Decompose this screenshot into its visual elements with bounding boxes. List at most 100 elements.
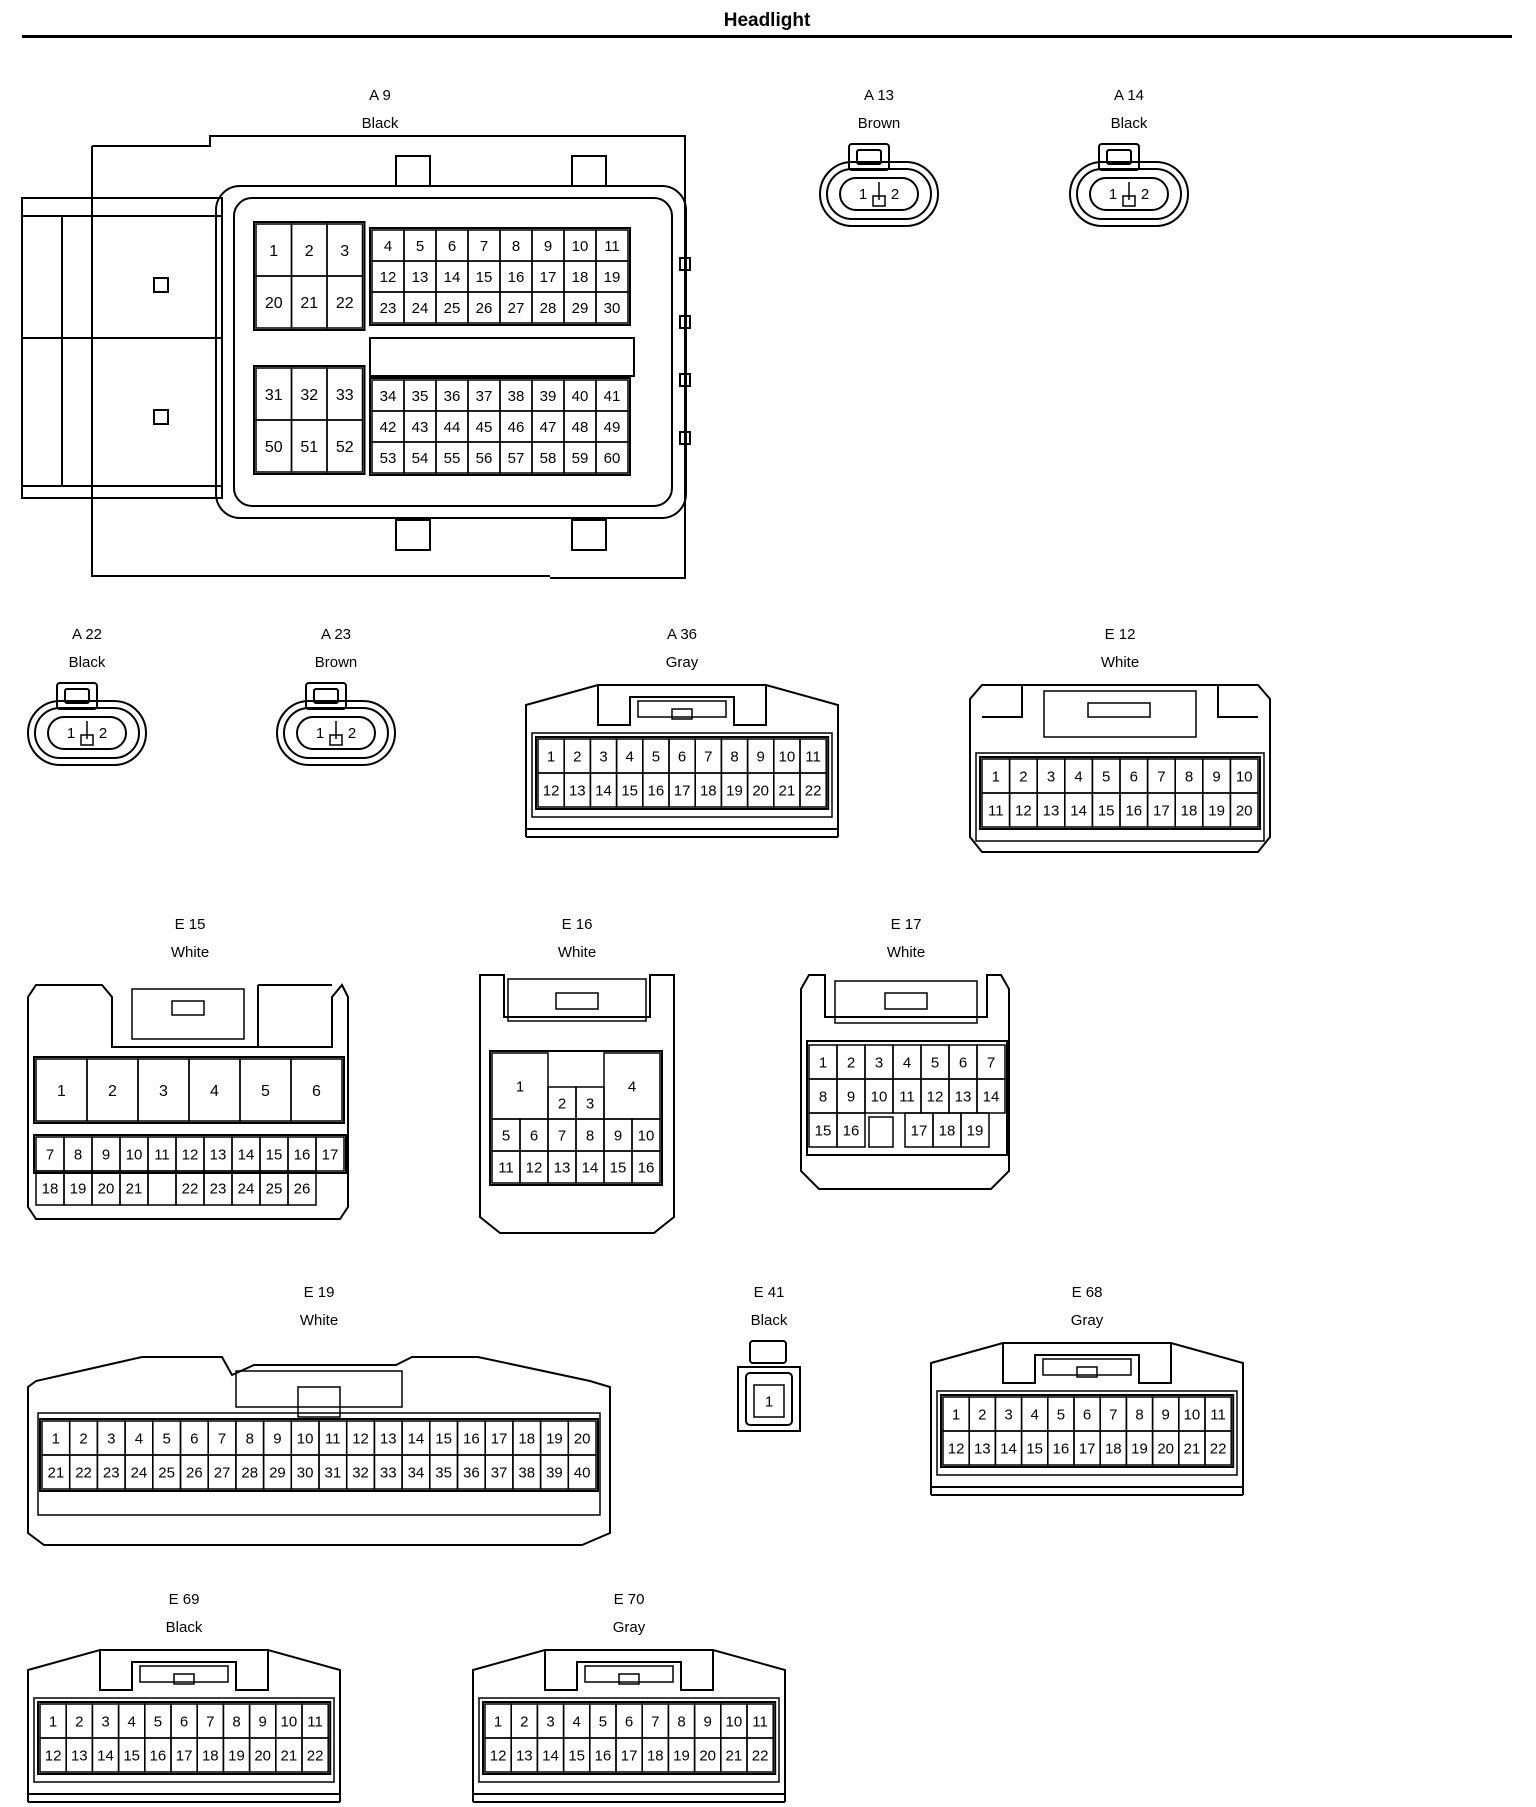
pin-number: 12 [182, 1146, 199, 1163]
pin-number: 19 [604, 269, 621, 286]
connector-color: Brown [314, 654, 358, 671]
pin-number: 14 [983, 1088, 1000, 1105]
pin-number: 2 [1019, 768, 1027, 785]
pin-number: 6 [625, 1713, 633, 1730]
pin-number: 13 [210, 1146, 227, 1163]
pin-number: 12 [45, 1747, 62, 1764]
pin-number: 38 [508, 388, 525, 405]
pin-number: 20 [574, 1430, 591, 1447]
pin-number: 6 [312, 1083, 321, 1100]
pin-number: 17 [674, 782, 691, 799]
connector-latch [64, 688, 90, 704]
pin-number: 46 [508, 419, 525, 436]
pin-number: 12 [948, 1440, 965, 1457]
pin-number: 15 [1098, 802, 1115, 819]
pin-cell [799, 772, 827, 808]
pin-number: 4 [128, 1713, 136, 1730]
pin-number: 20 [1236, 802, 1253, 819]
pin-number: 51 [300, 439, 318, 456]
pin-block-border [33, 1134, 347, 1174]
connector-housing-outline [975, 752, 1265, 842]
pin-number: 7 [1157, 768, 1165, 785]
pin-number: 16 [1125, 802, 1142, 819]
page-header: Headlight [22, 8, 1512, 38]
pin-number: 19 [546, 1430, 563, 1447]
pin-number: 33 [380, 1464, 397, 1481]
pin-number: 1 [67, 725, 75, 742]
pin-cell [960, 1112, 990, 1148]
pin-number: 27 [214, 1464, 231, 1481]
connector-key [153, 277, 169, 293]
connector-latch [131, 988, 245, 1040]
pin-number: 37 [476, 388, 493, 405]
connector-key [1076, 1366, 1098, 1378]
pin-number: 4 [210, 1083, 219, 1100]
pin-cell [836, 1112, 866, 1148]
pin-number: 43 [412, 419, 429, 436]
connector-label: A 22 [71, 626, 103, 643]
pin-number: 3 [1047, 768, 1055, 785]
pin-number: 5 [154, 1713, 162, 1730]
pin-number: 19 [726, 782, 743, 799]
pin-number: 18 [42, 1180, 59, 1197]
pin-number: 2 [847, 1054, 855, 1071]
pin-number: 14 [582, 1159, 599, 1176]
pin-cell [315, 1136, 345, 1172]
pin-number: 12 [380, 269, 397, 286]
pin-number: 14 [97, 1747, 114, 1764]
pin-block-border [39, 1418, 599, 1492]
pin-number: 24 [238, 1180, 255, 1197]
connector-housing-outline [848, 143, 890, 171]
connector-label: A 23 [320, 626, 352, 643]
pin-number: 39 [546, 1464, 563, 1481]
pin-number: 13 [412, 269, 429, 286]
connector-housing-outline [969, 684, 1271, 853]
connector-key [679, 431, 691, 445]
pin-number: 5 [1102, 768, 1110, 785]
pin-number: 21 [48, 1464, 65, 1481]
connector-housing-outline [27, 1356, 611, 1546]
connector-housing-outline [233, 197, 673, 507]
pin-number: 11 [498, 1159, 514, 1176]
pin-number: 17 [322, 1146, 339, 1163]
pin-number: 8 [232, 1713, 240, 1730]
pin-number: 17 [1153, 802, 1170, 819]
pin-number: 18 [572, 269, 589, 286]
pin-number: 21 [779, 782, 796, 799]
connector-color: Gray [1070, 1312, 1104, 1329]
pin-cell [753, 1384, 785, 1418]
pin-number: 1 [57, 1083, 66, 1100]
pin-number: 7 [651, 1713, 659, 1730]
connector-key [80, 734, 94, 746]
connector-housing-outline [33, 1697, 335, 1783]
pin-number: 2 [108, 1083, 117, 1100]
pin-number: 8 [677, 1713, 685, 1730]
pin-number: 22 [182, 1180, 199, 1197]
pin-number: 20 [265, 295, 283, 312]
connector-key [1122, 195, 1136, 207]
connector-latch [507, 978, 647, 1022]
connector-housing-outline [982, 685, 1258, 718]
pin-cell [746, 1737, 774, 1773]
connector-housing-outline [800, 974, 1010, 1190]
pin-number: 37 [491, 1464, 508, 1481]
connector-key [173, 1673, 195, 1685]
pin-number: 13 [1043, 802, 1060, 819]
connector-latch [313, 688, 339, 704]
pin-number: 25 [158, 1464, 175, 1481]
pin-number: 11 [988, 802, 1004, 819]
pin-number: 16 [463, 1430, 480, 1447]
pin-number: 7 [704, 748, 712, 765]
connector-housing-outline [276, 700, 396, 766]
pin-block-border [369, 227, 631, 326]
pin-number: 1 [859, 186, 867, 203]
